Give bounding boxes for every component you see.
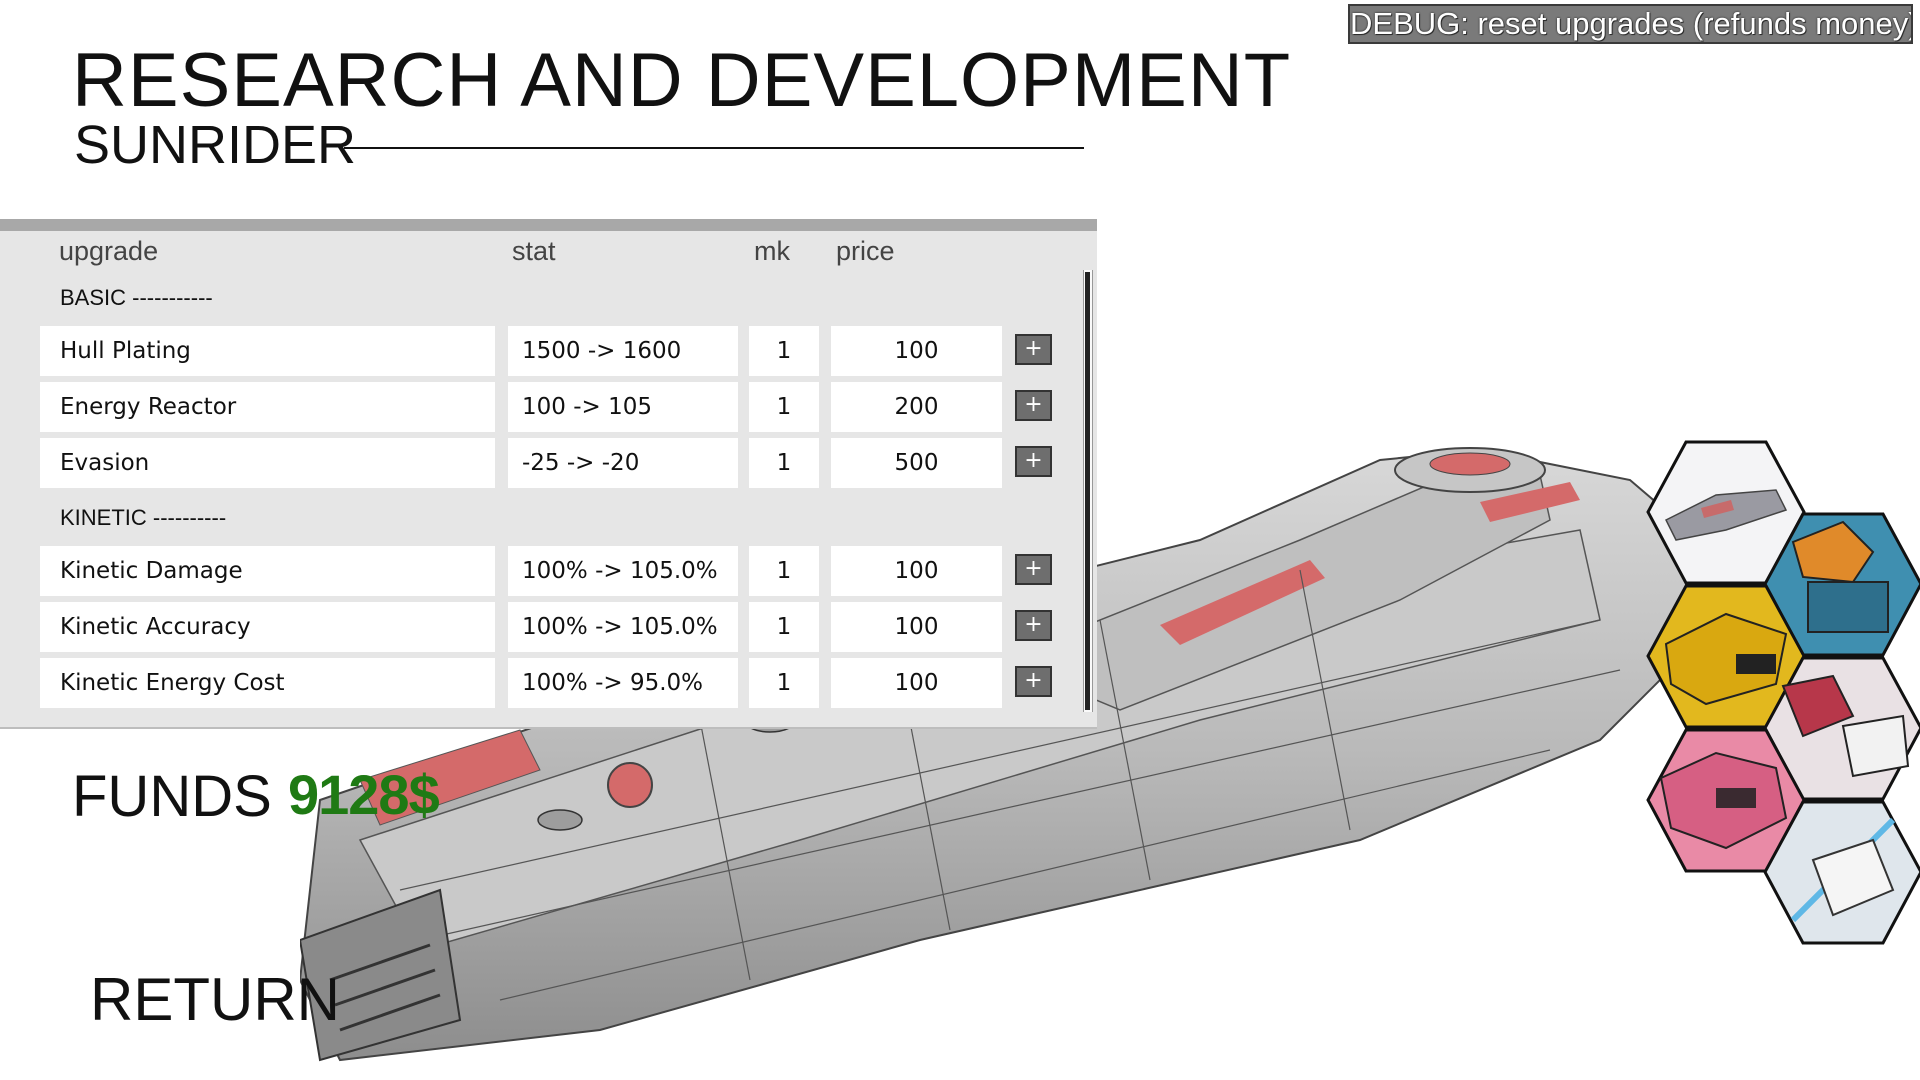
upgrade-stat: -25 -> -20 [508, 438, 738, 488]
upgrade-mk: 1 [749, 326, 819, 376]
panel-top-bar [0, 219, 1097, 231]
header-stat: stat [512, 236, 556, 266]
buy-upgrade-button[interactable]: + [1015, 334, 1052, 365]
upgrade-mk: 1 [749, 602, 819, 652]
page-title: RESEARCH AND DEVELOPMENT [72, 38, 1292, 123]
table-row: Hull Plating 1500 -> 1600 1 100 + [0, 326, 1097, 378]
upgrade-stat: 100% -> 105.0% [508, 546, 738, 596]
white-mech-icon[interactable] [1763, 800, 1920, 945]
upgrade-price: 100 [831, 326, 1002, 376]
ship-illustration [300, 447, 1702, 1062]
upgrade-price: 200 [831, 382, 1002, 432]
upgrade-name: Evasion [40, 438, 495, 488]
upgrade-mk: 1 [749, 658, 819, 708]
buy-upgrade-button[interactable]: + [1015, 446, 1052, 477]
table-row: Kinetic Accuracy 100% -> 105.0% 1 100 + [0, 602, 1097, 654]
upgrade-stat: 100% -> 105.0% [508, 602, 738, 652]
buy-upgrade-button[interactable]: + [1015, 390, 1052, 421]
table-row: Evasion -25 -> -20 1 500 + [0, 438, 1097, 490]
upgrade-price: 100 [831, 602, 1002, 652]
upgrade-name: Kinetic Damage [40, 546, 495, 596]
upgrade-stat: 100 -> 105 [508, 382, 738, 432]
buy-upgrade-button[interactable]: + [1015, 666, 1052, 697]
section-basic: BASIC ----------- [60, 285, 213, 310]
ship-name-subtitle: SUNRIDER [74, 115, 357, 175]
upgrade-stat: 1500 -> 1600 [508, 326, 738, 376]
table-row: Kinetic Energy Cost 100% -> 95.0% 1 100 … [0, 658, 1097, 710]
upgrade-name: Hull Plating [40, 326, 495, 376]
upgrade-price: 100 [831, 546, 1002, 596]
sunrider-ship-icon[interactable] [1646, 440, 1806, 585]
section-kinetic: KINETIC ---------- [60, 505, 227, 530]
header-upgrade: upgrade [59, 236, 159, 266]
header-price: price [836, 236, 895, 266]
upgrade-mk: 1 [749, 546, 819, 596]
buy-upgrade-button[interactable]: + [1015, 554, 1052, 585]
pink-mech-icon[interactable] [1646, 728, 1806, 873]
table-row: Kinetic Damage 100% -> 105.0% 1 100 + [0, 546, 1097, 598]
return-button[interactable]: RETURN [90, 966, 340, 1033]
upgrade-name: Energy Reactor [40, 382, 495, 432]
buy-upgrade-button[interactable]: + [1015, 610, 1052, 641]
table-scrollbar-thumb[interactable] [1085, 272, 1090, 710]
upgrade-name: Kinetic Accuracy [40, 602, 495, 652]
yellow-mech-icon[interactable] [1646, 584, 1806, 729]
upgrade-name: Kinetic Energy Cost [40, 658, 495, 708]
funds-value: 9128$ [288, 763, 440, 826]
funds-label: FUNDS [72, 764, 272, 829]
upgrade-stat: 100% -> 95.0% [508, 658, 738, 708]
upgrade-mk: 1 [749, 382, 819, 432]
upgrade-price: 100 [831, 658, 1002, 708]
subtitle-divider [344, 147, 1084, 149]
header-mk: mk [754, 236, 790, 266]
upgrade-price: 500 [831, 438, 1002, 488]
table-row: Energy Reactor 100 -> 105 1 200 + [0, 382, 1097, 434]
debug-reset-upgrades-button[interactable]: DEBUG: reset upgrades (refunds money) [1348, 4, 1913, 44]
red-white-mech-icon[interactable] [1763, 656, 1920, 801]
upgrade-mk: 1 [749, 438, 819, 488]
blue-mech-icon[interactable] [1763, 512, 1920, 657]
